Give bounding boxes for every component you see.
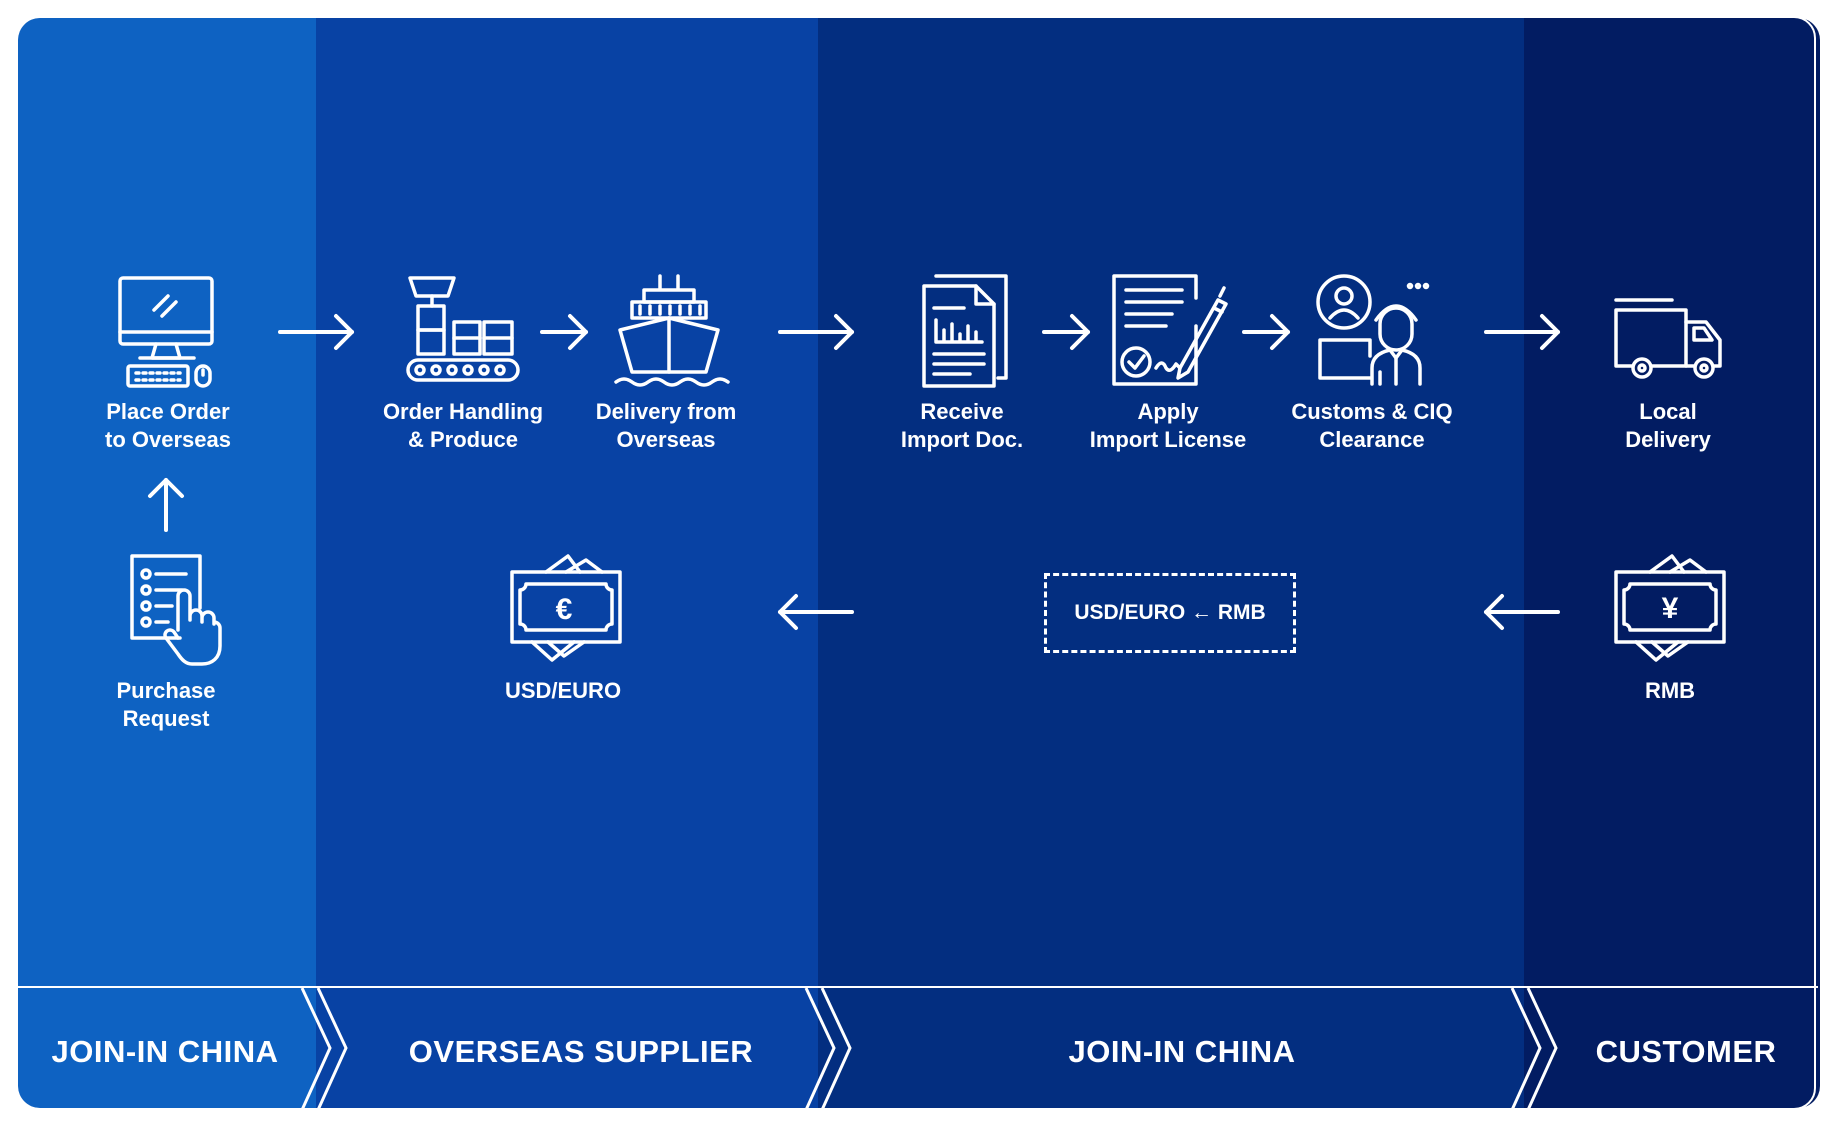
- arrow-up: [148, 478, 184, 532]
- label-line: Customs & CIQ: [1291, 399, 1453, 424]
- label-line: Request: [122, 706, 210, 731]
- label-delivery-overseas: Delivery from Overseas: [566, 398, 766, 454]
- purchase-request-icon: [130, 554, 222, 666]
- column-overseas-supplier: [316, 18, 818, 1108]
- delivery-truck-icon: [1614, 298, 1722, 379]
- import-document-icon: [922, 274, 1008, 388]
- label-line: Order Handling: [382, 399, 544, 424]
- column-join-in-china-1: [18, 18, 316, 1108]
- arrow-right-4: [1042, 314, 1090, 350]
- label-line: Import Doc.: [900, 427, 1024, 452]
- yuan-banknote-icon: ¥: [1614, 554, 1726, 662]
- band-join-in-china-2: JOIN-IN CHINA: [1068, 1034, 1296, 1069]
- label-line: Apply: [1137, 399, 1199, 424]
- label-line: to Overseas: [105, 427, 231, 452]
- label-line: Local: [1639, 399, 1697, 424]
- euro-symbol: €: [556, 593, 573, 626]
- label-customs: Customs & CIQ Clearance: [1272, 398, 1472, 454]
- arrow-left-2: [1484, 594, 1560, 630]
- label-line: & Produce: [407, 427, 519, 452]
- label-line: Delivery: [1625, 427, 1711, 452]
- label-order-handling: Order Handling & Produce: [363, 398, 563, 454]
- column-join-in-china-2: [818, 18, 1524, 1108]
- arrow-right-1: [278, 314, 354, 350]
- label-local-delivery: Local Delivery: [1568, 398, 1768, 454]
- license-sign-icon: [1112, 274, 1228, 386]
- currency-exchange-label: USD/EURO ← RMB: [1074, 601, 1266, 624]
- yen-symbol: ¥: [1662, 592, 1679, 625]
- label-apply-license: Apply Import License: [1068, 398, 1268, 454]
- label-line: Purchase: [116, 678, 216, 703]
- label-line: Clearance: [1319, 427, 1425, 452]
- currency-exchange-box: USD/EURO ← RMB: [1044, 573, 1296, 653]
- arrow-right-6: [1484, 314, 1560, 350]
- label-line: Receive: [920, 399, 1004, 424]
- band-join-in-china-1: JOIN-IN CHINA: [51, 1034, 279, 1069]
- customs-officer-icon: [1316, 274, 1430, 386]
- label-line: Place Order: [106, 399, 230, 424]
- arrow-right-3: [778, 314, 854, 350]
- ship-icon: [614, 274, 730, 387]
- band-customer: CUSTOMER: [1595, 1034, 1777, 1069]
- band-divider: [18, 986, 1818, 988]
- arrow-left-1: [778, 594, 854, 630]
- label-purchase-request: Purchase Request: [66, 677, 266, 733]
- label-place-order: Place Order to Overseas: [68, 398, 268, 454]
- arrow-right-5: [1242, 314, 1290, 350]
- computer-icon: [118, 276, 214, 388]
- factory-icon: [406, 276, 520, 382]
- column-customer: [1524, 18, 1820, 1108]
- label-usd-euro: USD/EURO: [504, 678, 622, 703]
- label-receive-import: Receive Import Doc.: [862, 398, 1062, 454]
- band-overseas-supplier: OVERSEAS SUPPLIER: [408, 1034, 754, 1069]
- label-rmb: RMB: [1644, 678, 1696, 703]
- label-line: Overseas: [616, 427, 716, 452]
- euro-banknote-icon: €: [510, 554, 622, 662]
- arrow-right-2: [540, 314, 588, 350]
- label-line: Delivery from: [595, 399, 737, 424]
- label-line: Import License: [1089, 427, 1247, 452]
